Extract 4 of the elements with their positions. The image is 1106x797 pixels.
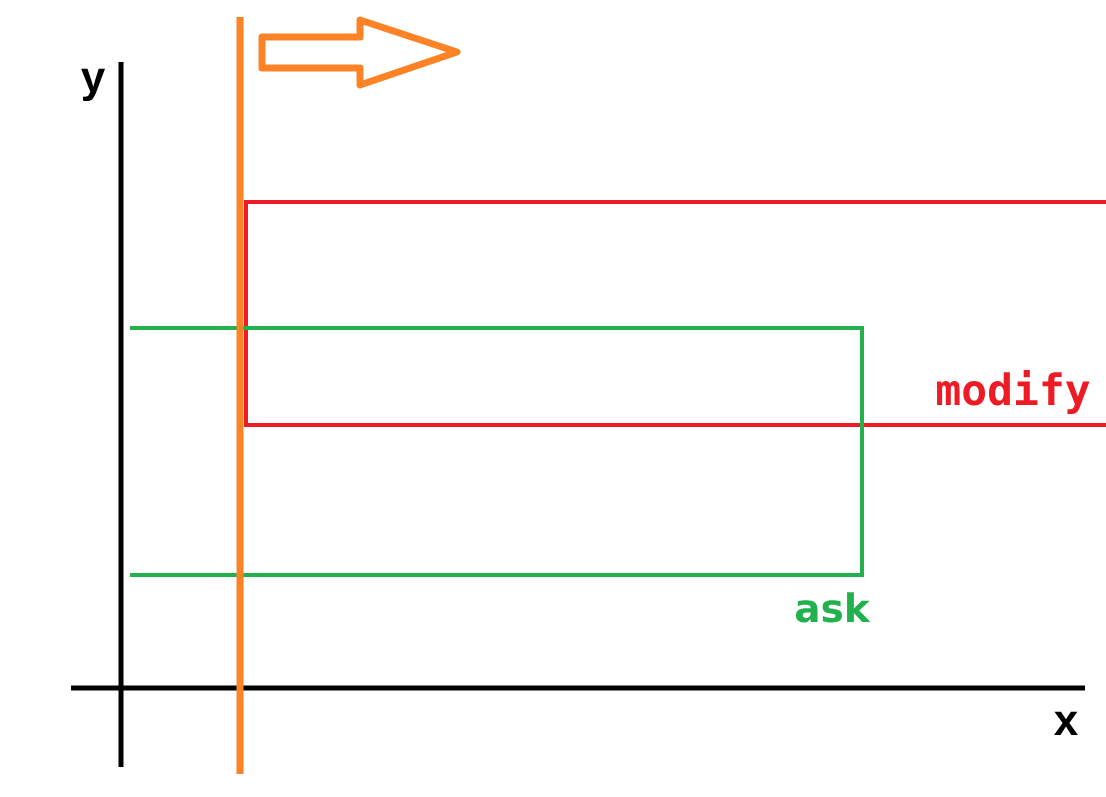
axis-label: x: [1054, 711, 1078, 735]
range-label: modify: [937, 370, 1090, 414]
axis-label: y: [81, 68, 105, 102]
range-label: ask: [795, 592, 871, 623]
